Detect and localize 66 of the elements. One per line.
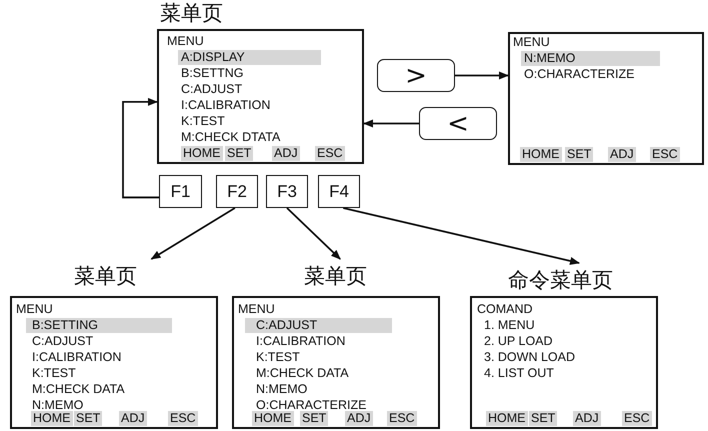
screen-title: 菜单页 xyxy=(74,264,137,288)
selected-menu-item: N:MEMO xyxy=(521,51,660,66)
arrow-key: > xyxy=(377,59,455,92)
softkey-label: SET xyxy=(74,411,102,426)
menu-item: K:TEST xyxy=(256,350,300,365)
softkey-label: ADJ xyxy=(119,411,147,426)
softkey-label: ESC xyxy=(650,147,680,162)
menu-item: K:TEST xyxy=(181,114,225,129)
menu-item: 4. LIST OUT xyxy=(484,366,554,381)
softkey-label: SET xyxy=(300,411,328,426)
menu-item: O:CHARACTERIZE xyxy=(524,67,634,82)
screen-title: 菜单页 xyxy=(160,1,223,25)
screen-header: COMAND xyxy=(477,302,533,317)
menu-item: 2. UP LOAD xyxy=(484,334,553,349)
screen-header: MENU xyxy=(238,302,275,317)
selected-menu-item: C:ADJUST xyxy=(245,318,392,333)
softkey-label: ESC xyxy=(387,411,417,426)
softkey-label: HOME xyxy=(520,147,562,162)
softkey-label: ADJ xyxy=(345,411,373,426)
softkey-label: ADJ xyxy=(573,411,601,426)
menu-item: N:MEMO xyxy=(256,382,308,397)
menu-item: 1. MENU xyxy=(484,318,535,333)
function-key: F3 xyxy=(266,175,308,208)
menu-item: I:CALIBRATION xyxy=(181,98,270,113)
menu-screen xyxy=(508,32,704,165)
function-key: F1 xyxy=(159,175,202,208)
arrow xyxy=(343,207,580,265)
function-key: F4 xyxy=(318,175,360,208)
softkey-label: SET xyxy=(529,411,558,426)
arrow xyxy=(455,72,509,80)
menu-item: O:CHARACTERIZE xyxy=(256,398,366,413)
arrow xyxy=(286,207,341,260)
menu-item: C:ADJUST xyxy=(32,334,94,349)
menu-item: N:MEMO xyxy=(32,398,84,413)
screen-title: 菜单页 xyxy=(304,264,367,288)
softkey-label: SET xyxy=(225,146,254,161)
menu-item: M:CHECK DATA xyxy=(32,382,125,397)
softkey-label: HOME xyxy=(31,411,72,426)
screen-header: MENU xyxy=(513,35,550,50)
softkey-label: ADJ xyxy=(272,146,300,161)
softkey-label: ADJ xyxy=(608,147,636,162)
function-key: F2 xyxy=(216,175,258,208)
softkey-label: ESC xyxy=(315,146,345,161)
menu-item: M:CHECK DTATA xyxy=(181,130,280,145)
menu-item: I:CALIBRATION xyxy=(256,334,346,349)
softkey-label: ESC xyxy=(168,411,198,426)
softkey-label: HOME xyxy=(486,411,528,426)
screen-title: 命令菜单页 xyxy=(508,268,613,292)
arrow xyxy=(150,207,236,260)
softkey-label: HOME xyxy=(181,146,222,161)
menu-item: 3. DOWN LOAD xyxy=(484,350,575,365)
selected-menu-item: B:SETTING xyxy=(26,318,172,333)
screen-header: MENU xyxy=(167,34,204,49)
menu-item: B:SETTNG xyxy=(181,66,244,81)
arrow xyxy=(363,120,419,128)
screen-header: MENU xyxy=(16,302,53,317)
arrow-key: < xyxy=(419,107,497,140)
menu-item: M:CHECK DATA xyxy=(256,366,349,381)
softkey-label: ESC xyxy=(622,411,652,426)
softkey-label: HOME xyxy=(252,411,294,426)
arrow xyxy=(122,98,159,198)
menu-item: C:ADJUST xyxy=(181,82,242,97)
menu-item: K:TEST xyxy=(32,366,76,381)
selected-menu-item: A:DISPLAY xyxy=(178,50,321,65)
softkey-label: SET xyxy=(565,147,594,162)
menu-item: I:CALIBRATION xyxy=(32,350,122,365)
